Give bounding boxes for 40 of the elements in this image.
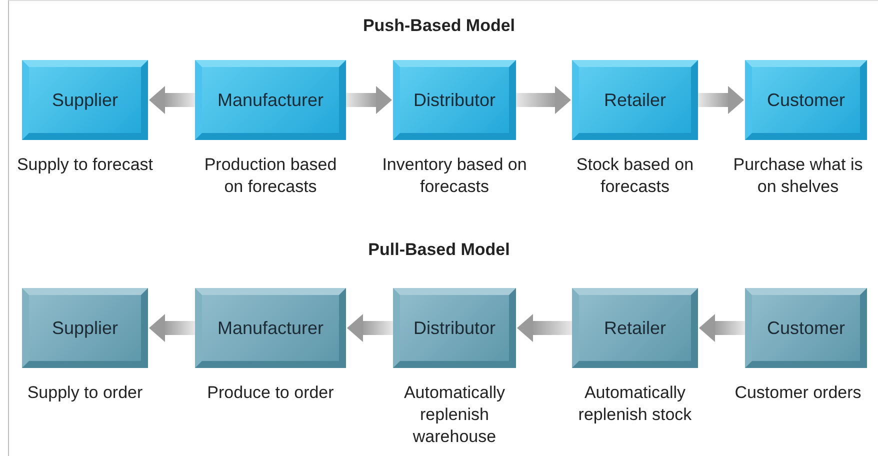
process-box [393, 60, 516, 140]
box-label: Supplier [52, 318, 118, 338]
box-label: Supplier [52, 90, 118, 110]
block-arrow [149, 314, 195, 342]
process-box [745, 60, 867, 140]
process-box [195, 60, 346, 140]
process-box [22, 288, 148, 368]
block-arrow [698, 86, 744, 114]
box-label: Distributor [413, 90, 496, 110]
process-box [572, 288, 698, 368]
block-arrow [516, 86, 571, 114]
stage-description: Automatically replenish stock [577, 382, 693, 426]
stage-description: Supply to forecast [16, 154, 154, 176]
box-label: Retailer [604, 318, 666, 338]
block-arrow [517, 314, 572, 342]
process-box [745, 288, 867, 368]
process-box [22, 60, 148, 140]
stage-description: Production based on forecasts [203, 154, 338, 198]
stage-description: Customer orders [734, 382, 862, 404]
box-label: Customer [766, 318, 846, 338]
process-box [393, 288, 516, 368]
stage-description: Produce to order [206, 382, 335, 404]
section-heading: Pull-Based Model [367, 240, 511, 260]
box-label: Customer [766, 90, 846, 110]
stage-description: Supply to order [26, 382, 144, 404]
box-label: Manufacturer [217, 318, 324, 338]
process-box [195, 288, 346, 368]
block-arrow [149, 86, 195, 114]
stage-description: Stock based on forecasts [575, 154, 695, 198]
stage-description: Automatically replenish warehouse [402, 382, 506, 448]
section-heading: Push-Based Model [362, 16, 516, 36]
stage-description: Purchase what is on shelves [732, 154, 864, 198]
box-label: Retailer [604, 90, 666, 110]
block-arrow [347, 314, 393, 342]
box-label: Manufacturer [217, 90, 324, 110]
block-arrow [346, 86, 392, 114]
box-label: Distributor [413, 318, 496, 338]
process-box [572, 60, 698, 140]
stage-description: Inventory based on forecasts [381, 154, 528, 198]
block-arrow [699, 314, 745, 342]
